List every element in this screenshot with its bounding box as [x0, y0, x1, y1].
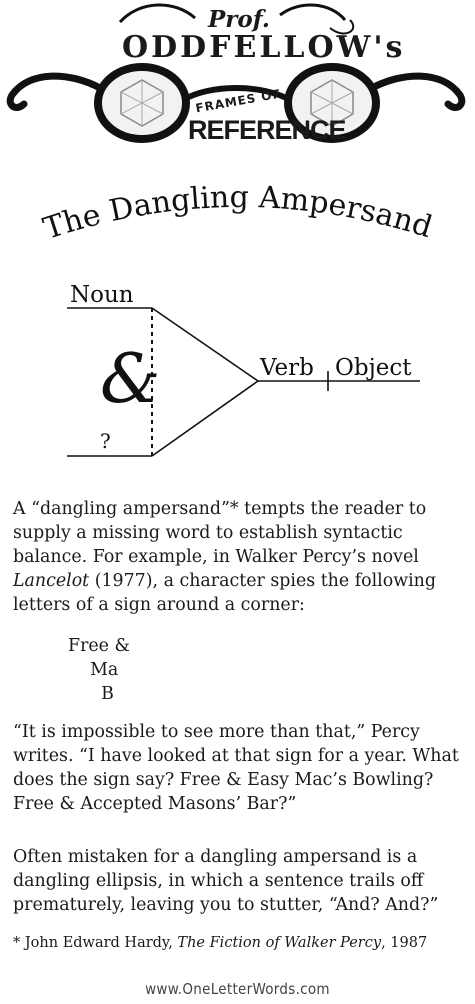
- spectacles-illustration: [6, 3, 466, 143]
- footnote-book-title: The Fiction of Walker Percy: [177, 935, 382, 951]
- paragraph-intro-b: (1977), a character spies the following …: [13, 571, 436, 615]
- footnote: * John Edward Hardy, The Fiction of Walk…: [13, 935, 427, 951]
- page-title: The Dangling Ampersand: [39, 180, 436, 247]
- page-title-text: The Dangling Ampersand: [39, 180, 436, 247]
- footnote-prefix: * John Edward Hardy,: [13, 935, 178, 951]
- diagram-noun: Noun: [70, 282, 134, 308]
- logo-prof: Prof.: [208, 6, 270, 33]
- logo-name: ODDFELLOW's: [122, 30, 406, 65]
- logo-reference: REFERENCE: [188, 115, 347, 145]
- footnote-suffix: , 1987: [381, 935, 428, 951]
- diagram-ampersand: &: [100, 340, 161, 419]
- svg-text:The Dangling Ampersand: The Dangling Ampersand: [39, 180, 436, 247]
- book-title-lancelot: Lancelot: [13, 571, 90, 591]
- diagram-object: Object: [335, 355, 412, 381]
- sign-line: B: [68, 684, 114, 704]
- sign-line: Ma: [68, 660, 119, 680]
- sign-letters: Free & Ma B: [68, 634, 130, 706]
- sentence-diagram: Noun & ? Verb Object: [67, 282, 420, 457]
- diagram-verb: Verb: [259, 355, 314, 381]
- paragraph-intro-a: A “dangling ampersand”* tempts the reade…: [13, 499, 427, 567]
- paragraph-intro: A “dangling ampersand”* tempts the reade…: [13, 497, 465, 617]
- sign-line: Free &: [68, 636, 130, 656]
- paragraph-quote: “It is impossible to see more than that,…: [13, 722, 459, 814]
- paragraph-ellipsis: Often mistaken for a dangling ampersand …: [13, 847, 439, 915]
- header-logo: Prof. ODDFELLOW's FRAMES OF REFERENCE: [0, 0, 475, 175]
- diagram-question: ?: [100, 429, 111, 453]
- site-url: www.OneLetterWords.com: [145, 980, 330, 998]
